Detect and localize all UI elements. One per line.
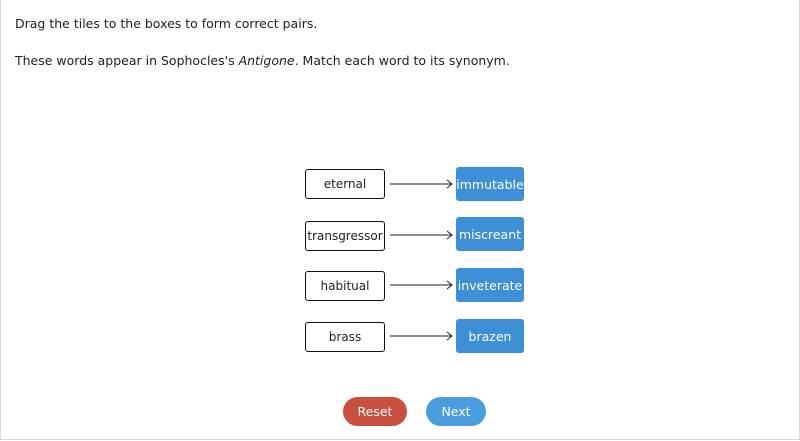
instruction-text: Drag the tiles to the boxes to form corr…	[15, 16, 318, 31]
reset-button[interactable]: Reset	[343, 397, 407, 426]
arrow-right-icon	[390, 280, 453, 290]
question-text: These words appear in Sophocles's Antigo…	[15, 53, 510, 69]
word-box-transgressor: transgressor	[305, 221, 385, 251]
answer-tile-miscreant[interactable]: miscreant	[456, 217, 524, 251]
next-button[interactable]: Next	[426, 397, 486, 426]
answer-tile-immutable[interactable]: immutable	[456, 167, 524, 201]
arrow-right-icon	[390, 331, 453, 341]
arrow-right-icon	[390, 179, 453, 189]
arrow-right-icon	[390, 230, 453, 240]
answer-tile-brazen[interactable]: brazen	[456, 319, 524, 353]
question-suffix: . Match each word to its synonym.	[294, 53, 510, 68]
work-title: Antigone	[238, 53, 295, 68]
answer-tile-inveterate[interactable]: inveterate	[456, 268, 524, 302]
word-box-eternal: eternal	[305, 169, 385, 199]
word-box-habitual: habitual	[305, 271, 385, 301]
question-prefix: These words appear in Sophocles's	[15, 53, 239, 68]
word-box-brass: brass	[305, 322, 385, 352]
